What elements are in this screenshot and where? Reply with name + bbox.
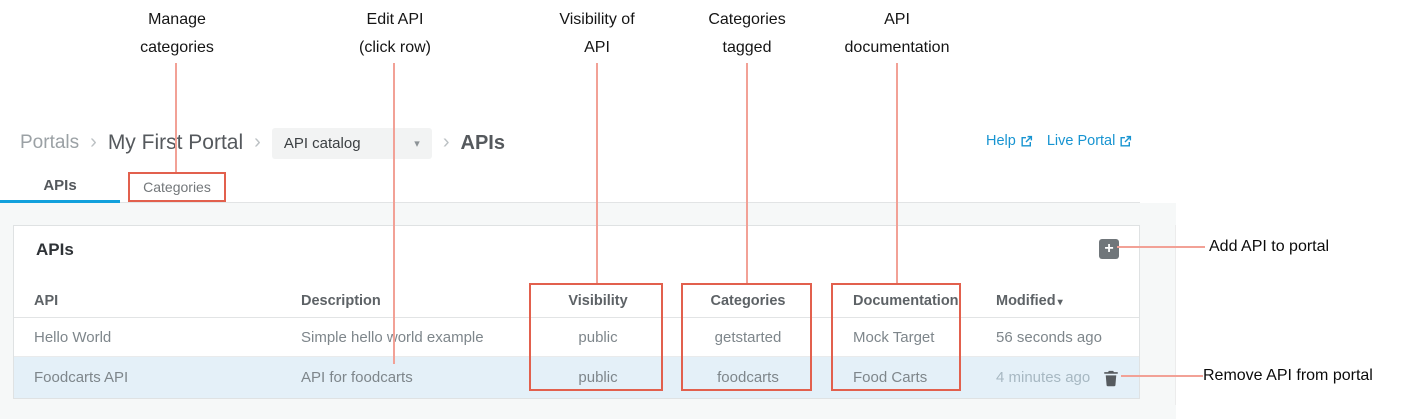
- remove-api-button[interactable]: [1102, 369, 1120, 387]
- external-link-icon: [1119, 135, 1132, 148]
- cell-modified: 56 seconds ago: [996, 329, 1102, 346]
- callout-box-categories-column: [681, 283, 812, 391]
- connector-line-remove-api: [1121, 375, 1203, 377]
- help-link[interactable]: Help: [986, 133, 1033, 149]
- table-header-row: API Description Visibility Categories Do…: [14, 284, 1139, 318]
- apis-panel: APIs + API Description Visibility Catego…: [13, 225, 1140, 399]
- header-links: Help Live Portal: [986, 133, 1132, 149]
- cell-description: API for foodcarts: [301, 369, 413, 386]
- sort-desc-icon: ▾: [1057, 297, 1063, 308]
- connector-line-manage-categories: [175, 63, 177, 172]
- cell-api: Hello World: [34, 329, 112, 346]
- catalog-dropdown-value: API catalog: [283, 134, 361, 152]
- annotation-line: Visibility of: [559, 11, 635, 28]
- connector-line-documentation: [896, 63, 898, 283]
- annotation-line: Manage: [148, 11, 206, 28]
- column-header-api: API: [34, 293, 59, 309]
- tabbar-divider: [0, 202, 1140, 203]
- annotation-line: tagged: [722, 39, 772, 56]
- panel-title: APIs: [36, 240, 74, 259]
- tab-apis[interactable]: APIs: [0, 172, 120, 203]
- connector-line-visibility: [596, 63, 598, 283]
- live-portal-link[interactable]: Live Portal: [1047, 133, 1133, 149]
- connector-line-edit-api: [393, 63, 395, 364]
- annotation-remove-api: Remove API from portal: [1203, 367, 1373, 384]
- catalog-dropdown[interactable]: API catalog ▾: [271, 127, 432, 159]
- column-header-description: Description: [301, 293, 381, 309]
- annotation-line: API: [884, 11, 910, 28]
- caret-down-icon: ▾: [414, 137, 420, 150]
- annotation-api-documentation: API documentation: [797, 6, 997, 62]
- cell-api: Foodcarts API: [34, 369, 129, 386]
- annotation-line: API: [584, 39, 610, 56]
- column-header-documentation: Documentation: [853, 293, 959, 309]
- breadcrumb: Portals › My First Portal › API catalog …: [20, 126, 505, 160]
- cell-visibility: public: [578, 369, 618, 386]
- table-row-highlighted[interactable]: Foodcarts API API for foodcarts public f…: [14, 357, 1139, 398]
- annotation-visibility: Visibility of API: [497, 6, 697, 62]
- chevron-right-icon: ›: [90, 130, 97, 153]
- chevron-right-icon: ›: [442, 130, 450, 153]
- cell-visibility: public: [578, 329, 618, 346]
- external-link-icon: [1020, 135, 1033, 148]
- annotation-line: categories: [140, 39, 214, 56]
- breadcrumb-apis: APIs: [460, 131, 505, 154]
- annotation-categories-tagged: Categories tagged: [647, 6, 847, 62]
- annotation-line: Categories: [708, 11, 786, 28]
- annotation-line: (click row): [359, 39, 431, 56]
- column-header-visibility: Visibility: [568, 293, 628, 309]
- breadcrumb-portals[interactable]: Portals: [20, 132, 80, 153]
- cell-documentation: Food Carts: [853, 369, 928, 386]
- table-row[interactable]: Hello World Simple hello world example p…: [14, 318, 1139, 357]
- tab-categories[interactable]: Categories: [143, 179, 211, 195]
- callout-box-documentation-column: [831, 283, 961, 391]
- cell-documentation: Mock Target: [853, 329, 935, 346]
- annotation-manage-categories: Manage categories: [77, 6, 277, 62]
- annotation-line: Edit API: [366, 11, 424, 28]
- cell-categories: getstarted: [714, 329, 782, 346]
- callout-box-categories-tab: [128, 172, 226, 202]
- annotation-edit-api: Edit API (click row): [295, 6, 495, 62]
- column-header-modified[interactable]: Modified▾: [996, 284, 1063, 320]
- cell-modified: 4 minutes ago: [996, 369, 1091, 386]
- column-header-modified-label: Modified: [996, 293, 1056, 309]
- live-portal-link-label: Live Portal: [1046, 133, 1116, 149]
- connector-line-add-api: [1117, 246, 1205, 248]
- column-header-categories: Categories: [710, 293, 786, 309]
- chevron-right-icon: ›: [254, 130, 261, 153]
- cell-categories: foodcarts: [717, 369, 779, 386]
- cell-description: Simple hello world example: [301, 329, 484, 346]
- callout-box-visibility-column: [529, 283, 663, 391]
- annotation-add-api: Add API to portal: [1209, 238, 1330, 255]
- connector-line-categories: [746, 63, 748, 283]
- viewport-edge-line: [1175, 225, 1176, 405]
- annotation-line: documentation: [844, 39, 950, 56]
- add-api-button[interactable]: +: [1099, 239, 1119, 259]
- help-link-label: Help: [986, 133, 1016, 149]
